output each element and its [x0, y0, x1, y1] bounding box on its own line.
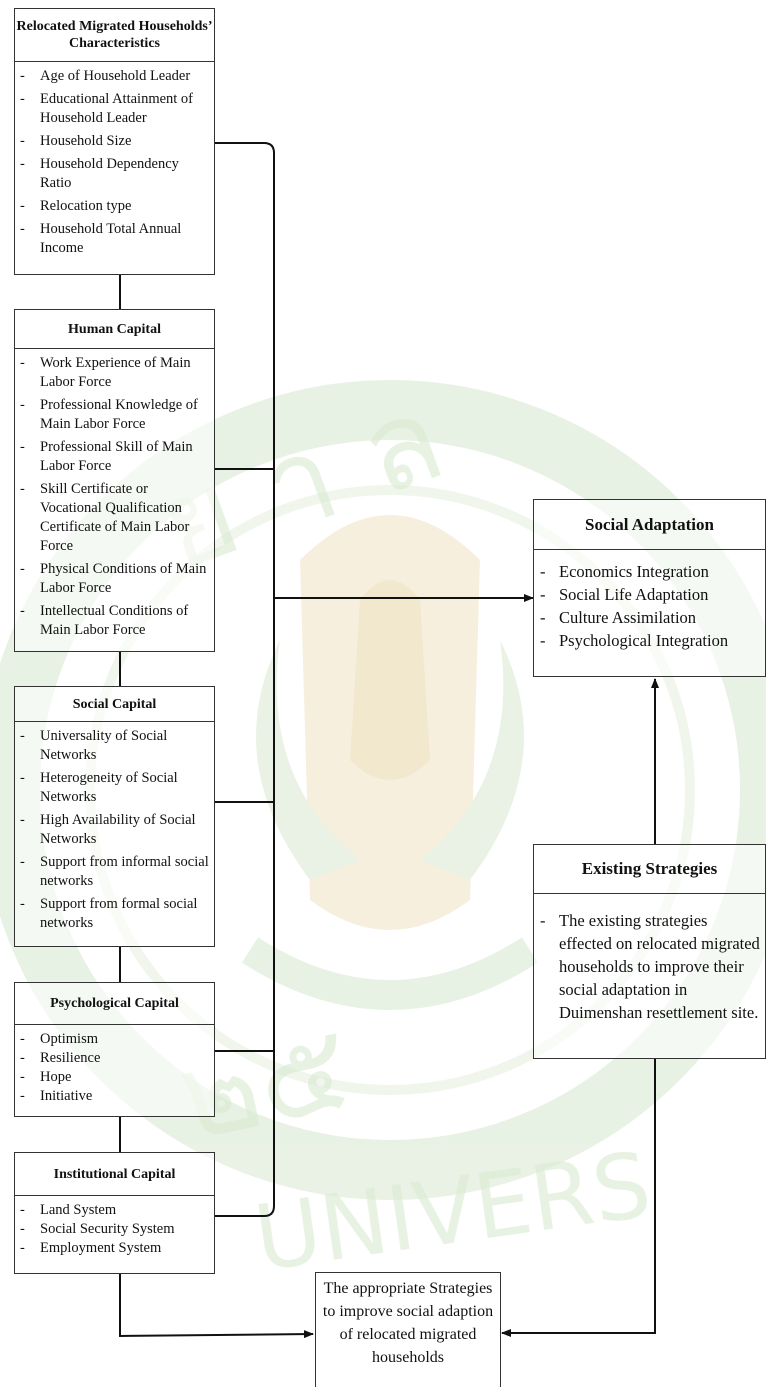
list-item: Intellectual Conditions of Main Labor Fo…	[15, 602, 212, 640]
social-adaptation-box: Social Adaptation Economics Integration …	[533, 499, 766, 677]
psychological-capital-title: Psychological Capital	[15, 983, 214, 1025]
list-item: Skill Certificate or Vocational Qualific…	[15, 480, 212, 556]
list-item: Support from formal social networks	[15, 895, 212, 933]
social-capital-title: Social Capital	[15, 687, 214, 722]
human-capital-box: Human Capital Work Experience of Main La…	[14, 309, 215, 652]
households-characteristics-list: Age of Household Leader Educational Atta…	[15, 62, 214, 258]
households-characteristics-title: Relocated Migrated Households’ Character…	[15, 9, 214, 62]
social-capital-box: Social Capital Universality of Social Ne…	[14, 686, 215, 947]
list-item: Universality of Social Networks	[15, 727, 212, 765]
list-item: Social Security System	[15, 1220, 212, 1239]
existing-strategies-list: The existing strategies effected on relo…	[534, 894, 765, 1024]
list-item: Physical Conditions of Main Labor Force	[15, 560, 212, 598]
list-item: Economics Integration	[534, 560, 761, 583]
appropriate-strategies-text: The appropriate Strategies to improve so…	[322, 1280, 494, 1366]
list-item: Age of Household Leader	[15, 67, 212, 86]
list-item: Employment System	[15, 1239, 212, 1258]
list-item: Optimism	[15, 1030, 212, 1049]
psychological-capital-list: Optimism Resilience Hope Initiative	[15, 1025, 214, 1106]
list-item: Resilience	[15, 1049, 212, 1068]
list-item: Household Total Annual Income	[15, 220, 212, 258]
list-item: Household Dependency Ratio	[15, 155, 212, 193]
list-item: High Availability of Social Networks	[15, 811, 212, 849]
institutional-capital-title: Institutional Capital	[15, 1153, 214, 1196]
social-adaptation-title: Social Adaptation	[534, 500, 765, 550]
institutional-capital-list: Land System Social Security System Emplo…	[15, 1196, 214, 1258]
human-capital-title: Human Capital	[15, 310, 214, 349]
psychological-capital-box: Psychological Capital Optimism Resilienc…	[14, 982, 215, 1117]
list-item: Relocation type	[15, 197, 212, 216]
list-item: Professional Skill of Main Labor Force	[15, 438, 212, 476]
social-capital-list: Universality of Social Networks Heteroge…	[15, 722, 214, 933]
existing-strategies-box: Existing Strategies The existing strateg…	[533, 844, 766, 1059]
list-item: Support from informal social networks	[15, 853, 212, 891]
list-item: Work Experience of Main Labor Force	[15, 354, 212, 392]
list-item: Professional Knowledge of Main Labor For…	[15, 396, 212, 434]
social-adaptation-list: Economics Integration Social Life Adapta…	[534, 550, 765, 652]
list-item: The existing strategies effected on relo…	[534, 909, 761, 1024]
existing-strategies-title: Existing Strategies	[534, 845, 765, 894]
list-item: Heterogeneity of Social Networks	[15, 769, 212, 807]
list-item: Hope	[15, 1068, 212, 1087]
list-item: Culture Assimilation	[534, 606, 761, 629]
list-item: Land System	[15, 1201, 212, 1220]
list-item: Psychological Integration	[534, 629, 761, 652]
institutional-capital-box: Institutional Capital Land System Social…	[14, 1152, 215, 1274]
households-characteristics-box: Relocated Migrated Households’ Character…	[14, 8, 215, 275]
list-item: Educational Attainment of Household Lead…	[15, 90, 212, 128]
human-capital-list: Work Experience of Main Labor Force Prof…	[15, 349, 214, 640]
list-item: Household Size	[15, 132, 212, 151]
list-item: Social Life Adaptation	[534, 583, 761, 606]
list-item: Initiative	[15, 1087, 212, 1106]
appropriate-strategies-box: The appropriate Strategies to improve so…	[315, 1272, 501, 1387]
